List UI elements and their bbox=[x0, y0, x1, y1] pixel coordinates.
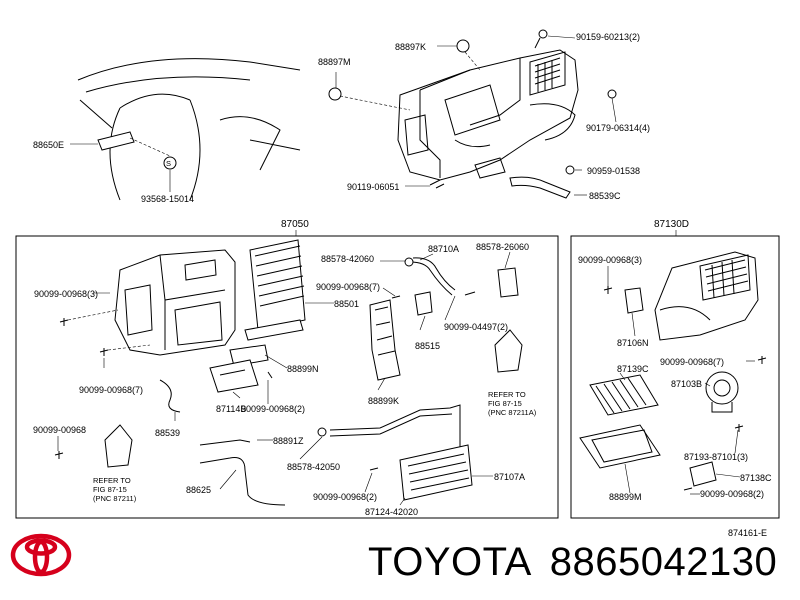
refer-note-1-line2: FIG 87-15 bbox=[488, 399, 522, 408]
top-small-parts: S bbox=[97, 29, 617, 199]
dashboard-outline bbox=[77, 58, 301, 201]
label-88899N: 88899N bbox=[287, 364, 319, 374]
label-90179-06314: 90179-06314(4) bbox=[586, 123, 650, 133]
label-88625: 88625 bbox=[186, 485, 211, 495]
label-93568-15014: 93568-15014 bbox=[141, 194, 194, 204]
refer-note-2-line3: (PNC 87211) bbox=[93, 494, 137, 503]
assembly-box-87050 bbox=[15, 235, 559, 519]
label-88578-42050: 88578-42050 bbox=[287, 462, 340, 472]
label-88899M: 88899M bbox=[609, 492, 642, 502]
label-87124-42020: 87124-42020 bbox=[365, 507, 418, 517]
part-number: 8865042130 bbox=[549, 540, 778, 584]
right-box-parts bbox=[579, 251, 767, 491]
label-88650E: 88650E bbox=[33, 140, 64, 150]
refer-note-1-line3: (PNC 87211A) bbox=[488, 408, 537, 417]
label-87193-87101: 87193-87101(3) bbox=[684, 452, 748, 462]
label-88891Z: 88891Z bbox=[273, 436, 304, 446]
label-87107A: 87107A bbox=[494, 472, 525, 482]
label-90959-01538: 90959-01538 bbox=[587, 166, 640, 176]
refer-note-2-line1: REFER TO bbox=[93, 476, 131, 485]
figure-number: 874161-E bbox=[728, 528, 767, 538]
toyota-logo bbox=[10, 533, 72, 582]
assembly-box-87130D bbox=[570, 235, 780, 519]
label-87114B: 87114B bbox=[216, 404, 246, 414]
top-leader-lines bbox=[70, 35, 617, 196]
label-87130D: 87130D bbox=[654, 219, 689, 230]
label-90119-06051: 90119-06051 bbox=[347, 182, 399, 192]
label-88578-26060: 88578-26060 bbox=[476, 242, 529, 252]
label-87103B: 87103B bbox=[671, 379, 702, 389]
label-90099-00968-2b: 90099-00968(2) bbox=[313, 492, 377, 502]
right-box-leaders bbox=[607, 266, 755, 495]
label-88710A: 88710A bbox=[428, 244, 459, 254]
refer-note-1-line1: REFER TO bbox=[488, 390, 526, 399]
label-90099-00968: 90099-00968 bbox=[33, 425, 86, 435]
label-88578-42060: 88578-42060 bbox=[321, 254, 374, 264]
label-88539C: 88539C bbox=[589, 191, 621, 201]
label-90099-00968-7a: 90099-00968(7) bbox=[316, 282, 380, 292]
label-90099-00968-3: 90099-00968(3) bbox=[34, 289, 98, 299]
heater-ac-assembly-top bbox=[397, 49, 579, 181]
refer-note-2-line2: FIG 87-15 bbox=[93, 485, 127, 494]
brand-and-part-number: TOYOTA 8865042130 bbox=[368, 540, 795, 585]
label-88515: 88515 bbox=[415, 341, 440, 351]
brand-name: TOYOTA bbox=[368, 540, 532, 584]
label-88897M: 88897M bbox=[318, 57, 351, 67]
label-90099-00968-7c: 90099-00968(7) bbox=[660, 357, 724, 367]
left-box-parts bbox=[54, 239, 523, 506]
label-90099-00968-2a: 90099-00968(2) bbox=[241, 404, 305, 414]
label-90159-60213: 90159-60213(2) bbox=[576, 32, 640, 42]
label-87050: 87050 bbox=[281, 219, 309, 230]
label-88899K: 88899K bbox=[368, 396, 399, 406]
label-88539: 88539 bbox=[155, 428, 180, 438]
label-87106N: 87106N bbox=[617, 338, 649, 348]
label-90099-04497: 90099-04497(2) bbox=[444, 322, 508, 332]
label-88501: 88501 bbox=[334, 299, 359, 309]
label-88897K: 88897K bbox=[395, 42, 426, 52]
label-90099-00968-2c: 90099-00968(2) bbox=[700, 489, 764, 499]
label-87138C: 87138C bbox=[740, 473, 772, 483]
label-87139C: 87139C bbox=[617, 364, 649, 374]
label-90099-00968-3b: 90099-00968(3) bbox=[578, 255, 642, 265]
svg-text:S: S bbox=[166, 159, 171, 168]
left-box-leaders bbox=[57, 251, 511, 506]
label-90099-00968-7b: 90099-00968(7) bbox=[79, 385, 143, 395]
